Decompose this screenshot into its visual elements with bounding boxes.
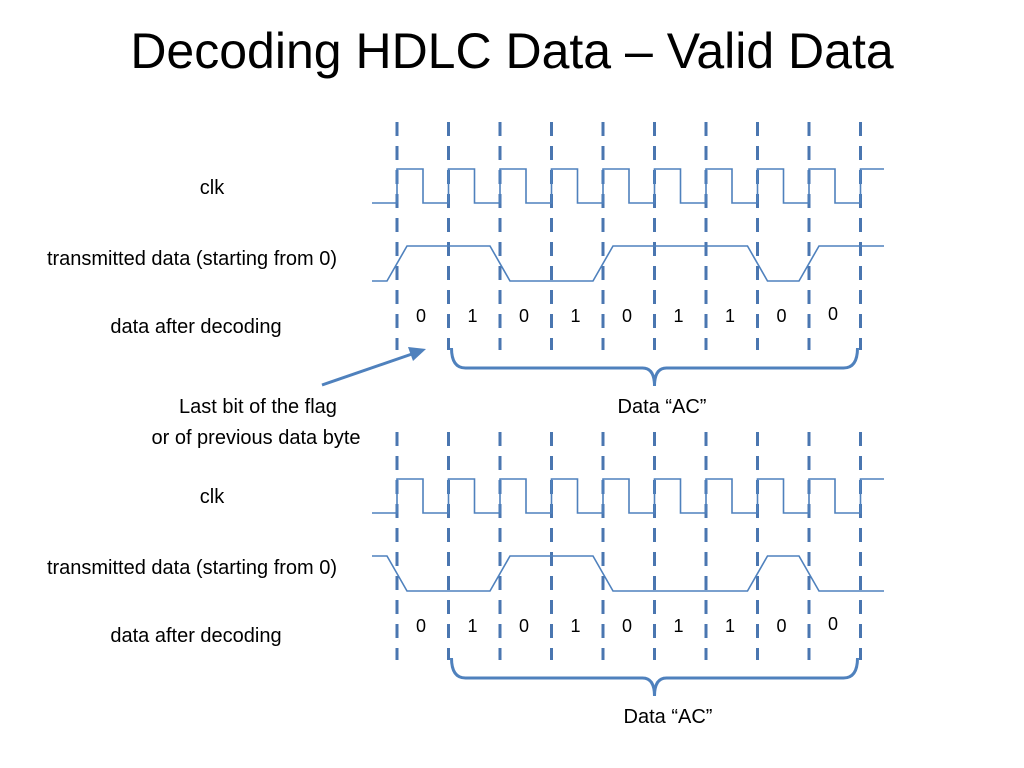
decoded-bit: 1	[467, 616, 477, 636]
decoded-bit: 1	[570, 616, 580, 636]
brace-label: Data “AC”	[624, 706, 713, 728]
bit-boundary-guides	[395, 432, 862, 660]
annotation-arrow	[321, 347, 426, 387]
decoded-bit: 1	[570, 306, 580, 326]
decoded-bit: 1	[467, 306, 477, 326]
decoded-bit: 1	[673, 306, 683, 326]
slide-title: Decoding HDLC Data – Valid Data	[130, 23, 894, 79]
decoded-bits: 0 1 0 1 0 1 1 0 0	[416, 304, 838, 326]
diagram-1: clk transmitted data (starting from 0) d…	[47, 122, 884, 418]
decoded-bit: 0	[416, 306, 426, 326]
decoded-bit: 0	[828, 304, 838, 324]
decoded-bit: 0	[622, 616, 632, 636]
decoded-bit: 1	[673, 616, 683, 636]
decoded-bit: 0	[828, 614, 838, 634]
decoded-bit: 0	[776, 306, 786, 326]
brace-label: Data “AC”	[618, 396, 707, 418]
transmitted-data-label: transmitted data (starting from 0)	[47, 248, 337, 270]
decoded-bit: 0	[519, 616, 529, 636]
decoded-bit: 0	[776, 616, 786, 636]
data-byte-brace	[450, 347, 859, 387]
decoded-bits: 0 1 0 1 0 1 1 0 0	[416, 614, 838, 636]
decoded-data-label: data after decoding	[110, 625, 281, 647]
data-byte-brace	[450, 657, 859, 697]
annotation-line-1: Last bit of the flag	[179, 396, 337, 418]
transmitted-data-waveform	[372, 245, 884, 282]
decoded-bit: 1	[725, 306, 735, 326]
decoded-data-label: data after decoding	[110, 316, 281, 338]
transmitted-data-label: transmitted data (starting from 0)	[47, 557, 337, 579]
decoded-bit: 0	[416, 616, 426, 636]
decoded-bit: 0	[519, 306, 529, 326]
transmitted-data-waveform	[372, 555, 884, 592]
bit-boundary-guides	[395, 122, 862, 350]
annotation-line-2: or of previous data byte	[151, 427, 360, 449]
clock-waveform	[372, 168, 884, 204]
decoded-bit: 0	[622, 306, 632, 326]
decoded-bit: 1	[725, 616, 735, 636]
clock-waveform	[372, 478, 884, 514]
diagram-2: clk transmitted data (starting from 0) d…	[47, 432, 884, 728]
clk-label: clk	[200, 177, 225, 199]
clk-label: clk	[200, 486, 225, 508]
